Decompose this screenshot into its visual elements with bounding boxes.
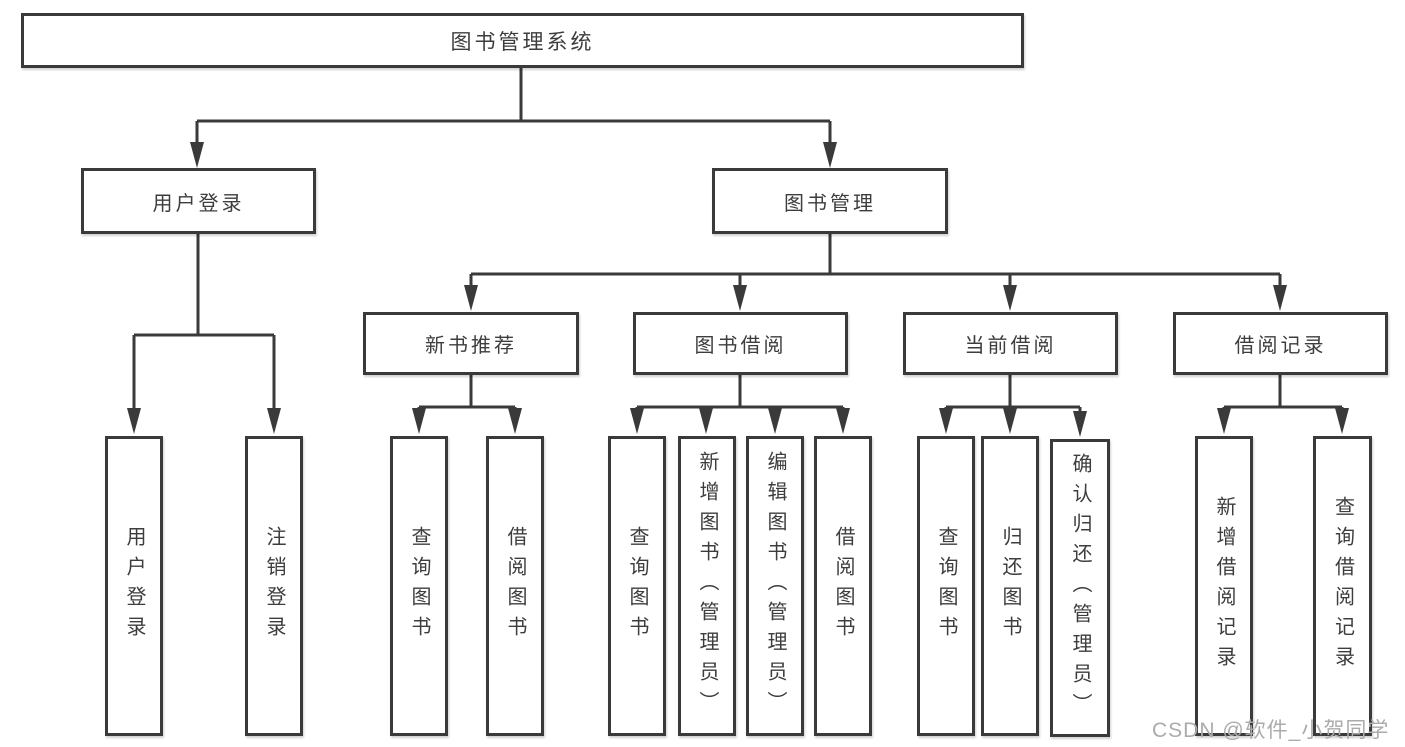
node-leaf-nb-borrow-books-label: 借阅图书 <box>504 526 526 646</box>
node-book-management: 图书管理 <box>712 168 948 234</box>
node-leaf-bb-query-books: 查询图书 <box>608 436 666 736</box>
connector-root-to-level1 <box>190 68 837 168</box>
connector-current-borrowing-children <box>939 375 1087 437</box>
node-leaf-nb-borrow-books: 借阅图书 <box>486 436 544 736</box>
node-borrowing-records: 借阅记录 <box>1173 312 1388 375</box>
node-leaf-cb-return-books-label: 归还图书 <box>999 526 1021 646</box>
node-leaf-cb-query-books: 查询图书 <box>917 436 975 736</box>
connector-borrowing-records-children <box>1217 375 1349 434</box>
node-user-login-label: 用户登录 <box>152 192 245 215</box>
node-new-book-recommend-label: 新书推荐 <box>425 335 517 357</box>
node-leaf-bb-borrow-books: 借阅图书 <box>814 436 872 736</box>
node-leaf-bb-borrow-books-label: 借阅图书 <box>832 526 854 646</box>
node-leaf-bb-add-books: 新增图书（管理员） <box>678 436 736 736</box>
node-leaf-cb-confirm-return-label: 确认归还（管理员） <box>1069 453 1091 723</box>
node-leaf-nb-query-books-label: 查询图书 <box>408 526 430 646</box>
node-leaf-br-query-record: 查询借阅记录 <box>1313 436 1372 736</box>
node-book-borrowing-label: 图书借阅 <box>694 335 787 357</box>
node-new-book-recommend: 新书推荐 <box>363 312 579 375</box>
node-leaf-cb-query-books-label: 查询图书 <box>935 526 957 646</box>
node-current-borrowing: 当前借阅 <box>903 312 1118 375</box>
connector-book-management-children <box>464 234 1287 311</box>
node-book-management-label: 图书管理 <box>784 192 876 215</box>
node-borrowing-records-label: 借阅记录 <box>1234 335 1327 357</box>
connector-new-book-recommend-children <box>412 375 522 434</box>
node-leaf-cb-confirm-return: 确认归还（管理员） <box>1050 439 1110 737</box>
node-leaf-logout-label: 注销登录 <box>263 526 285 646</box>
node-leaf-bb-edit-books: 编辑图书（管理员） <box>746 436 804 736</box>
node-leaf-bb-add-books-label: 新增图书（管理员） <box>696 451 718 721</box>
node-leaf-br-add-record-label: 新增借阅记录 <box>1213 496 1235 676</box>
node-leaf-user-login-label: 用户登录 <box>123 526 145 646</box>
csdn-watermark: CSDN @软件_小贺同学 <box>1152 719 1390 742</box>
node-leaf-user-login: 用户登录 <box>105 436 163 736</box>
node-root-label: 图书管理系统 <box>450 30 595 54</box>
node-leaf-cb-return-books: 归还图书 <box>981 436 1039 736</box>
connector-user-login-children <box>127 234 281 434</box>
node-user-login: 用户登录 <box>81 168 316 234</box>
node-book-borrowing: 图书借阅 <box>633 312 848 375</box>
node-leaf-br-query-record-label: 查询借阅记录 <box>1331 496 1354 676</box>
node-leaf-br-add-record: 新增借阅记录 <box>1195 436 1253 736</box>
node-leaf-logout: 注销登录 <box>245 436 303 736</box>
node-leaf-bb-query-books-label: 查询图书 <box>626 526 648 646</box>
node-current-borrowing-label: 当前借阅 <box>964 335 1057 357</box>
node-root: 图书管理系统 <box>21 13 1024 68</box>
node-leaf-bb-edit-books-label: 编辑图书（管理员） <box>764 451 786 721</box>
connector-book-borrowing-children <box>630 375 850 434</box>
node-leaf-nb-query-books: 查询图书 <box>390 436 448 736</box>
